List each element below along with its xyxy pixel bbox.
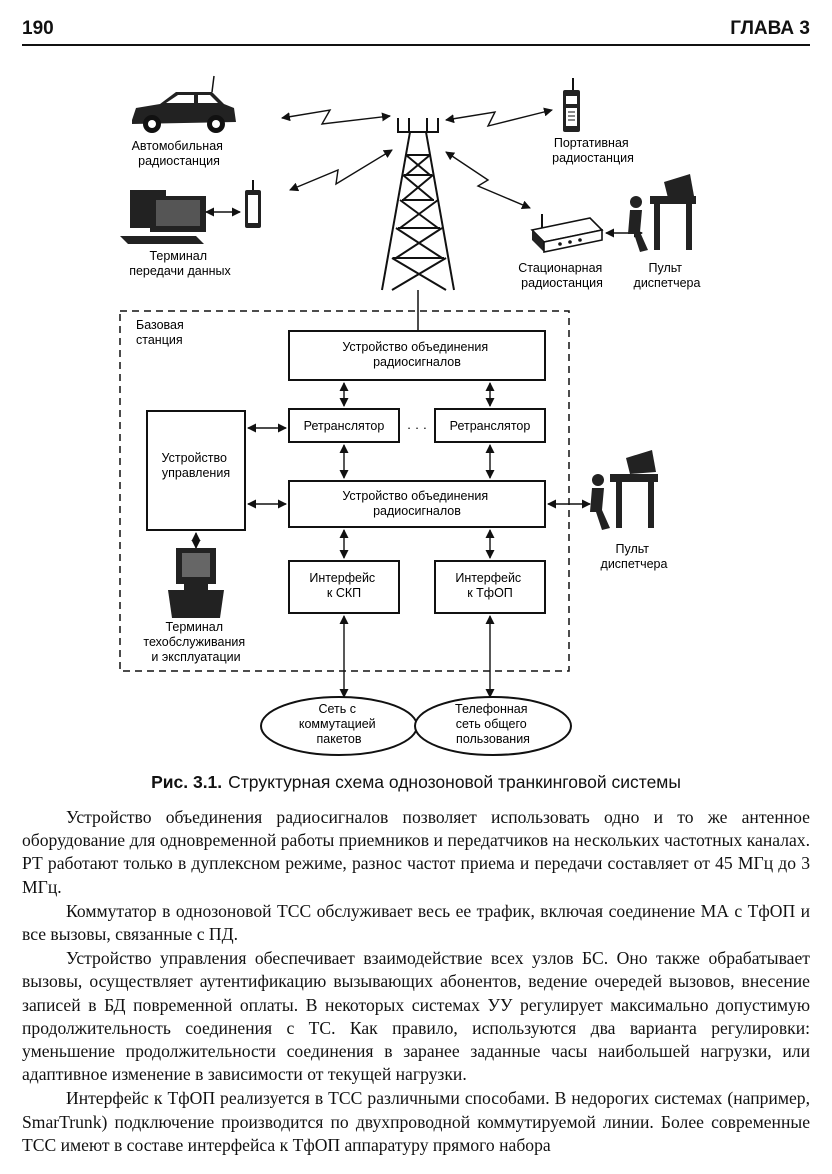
combiner-top-label-1: Устройство объединения [342,340,488,354]
pstn-network-ellipse [414,696,572,756]
header-rule [22,44,810,46]
radio-link-arrows [281,107,553,210]
svg-text:Терминал передачи данных: Терминал передачи данных [129,249,231,278]
stationary-label-1: Стационарная [518,261,602,275]
svg-text:Портативная радиостанция: Портативная радиостанция [552,136,634,165]
maintenance-label-1: Терминал [165,620,223,634]
packet-network-label-1: Сеть с [318,702,356,716]
body-text: Устройство объединения радиосигналов поз… [22,806,810,1157]
svg-text:Устройство объединения рад: Устройство объединения радиосигналов [342,489,491,518]
pstn-network-label-3: пользования [456,732,530,746]
maintenance-terminal-icon [168,548,224,618]
interface-packet-box [288,560,400,614]
internal-connectors [191,382,591,698]
repeater-left-label: Ретранслятор [304,419,385,433]
combiner-top-label-2: радиосигналов [373,355,461,369]
interface-pstn-label-2: к ТфОП [467,586,513,600]
combiner-bottom-box [288,480,546,528]
svg-text:Автомобильная радиостанция: Автомобильная радиостанция [132,139,227,168]
combiner-bottom-label-2: радиосигналов [373,504,461,518]
data-terminal-label-2: передачи данных [129,264,231,278]
console-right-label-1: Пульт [616,542,650,556]
stationary-label-2: радиостанция [521,276,603,290]
portable-label-1: Портативная [554,136,629,150]
page-header: 190 ГЛАВА 3 [22,18,810,44]
figure-caption: Рис. 3.1.Структурная схема однозоновой т… [0,772,832,793]
chapter-title: ГЛАВА 3 [730,18,810,39]
dispatcher-console-icon [628,174,696,252]
maintenance-label-2: техобслуживания [143,635,245,649]
portable-label-2: радиостанция [552,151,634,165]
console-right-label-2: диспетчера [601,557,668,571]
svg-text:Телефонная сеть общего: Телефонная сеть общего пользования [455,702,531,746]
car-label-1: Автомобильная [132,139,223,153]
combiner-bottom-label-1: Устройство объединения [342,489,488,503]
paragraph: Устройство управления обеспечивает взаим… [22,948,810,1085]
svg-text:Базовая станция: Базовая станция [136,318,187,347]
repeater-ellipsis: · · · [407,420,427,435]
svg-text:Интерфейс к СКП: Интерфейс к СКП [309,571,378,600]
interface-packet-label-1: Интерфейс [309,571,375,585]
svg-text:Стационарная радиостанция: Стационарная радиостанция [518,261,606,290]
svg-text:Интерфейс к ТфОП: Интерфейс к ТфОП [455,571,524,600]
base-station-label-1: Базовая [136,318,184,332]
svg-text:Устройство управления: Устройство управления [162,451,231,480]
car-icon [132,75,236,133]
computer-terminal-icon [120,190,206,244]
paragraph: Интерфейс к ТфОП реализуется в ТСС разли… [22,1088,810,1155]
control-unit-label-2: управления [162,466,230,480]
repeater-right-box [434,408,546,443]
antenna-tower-icon [381,118,455,291]
interface-packet-label-2: к СКП [327,586,361,600]
control-unit-box [146,410,246,531]
pstn-network-label-1: Телефонная [455,702,527,716]
car-label-2: радиостанция [138,154,220,168]
repeater-right-label: Ретранслятор [450,419,531,433]
svg-text:Пульт диспетчера: Пульт диспетчера [601,542,668,571]
svg-text:Устройство объединения рад: Устройство объединения радиосигналов [342,340,491,369]
svg-text:Пульт диспетчера: Пульт диспетчера [634,261,701,290]
portable-radio-icon [563,78,580,132]
interface-pstn-label-1: Интерфейс [455,571,521,585]
figure-caption-text: Структурная схема однозоновой транкингов… [228,772,681,792]
figure-number: Рис. 3.1. [151,772,223,792]
interface-pstn-box [434,560,546,614]
packet-network-label-3: пакетов [316,732,361,746]
svg-text:Сеть с коммутацией пак: Сеть с коммутацией пакетов [299,702,379,746]
trunking-system-diagram: Автомобильная радиостанция Портативная р… [119,75,701,756]
maintenance-label-3: и эксплуатации [151,650,240,664]
console-top-label-2: диспетчера [634,276,701,290]
pstn-network-label-2: сеть общего [456,717,527,731]
svg-text:Терминал техобслуживания: Терминал техобслуживания и эксплуатации [143,620,248,664]
packet-network-label-2: коммутацией [299,717,376,731]
stationary-radio-icon [530,214,604,253]
page-number: 190 [22,18,54,39]
combiner-top-box [288,330,546,381]
dispatcher-console-right-icon [590,450,658,530]
base-station-label-2: станция [136,333,183,347]
console-top-label-1: Пульт [649,261,683,275]
data-terminal-label-1: Терминал [149,249,207,263]
control-unit-label-1: Устройство [162,451,227,465]
repeater-left-box [288,408,400,443]
handheld-radio-icon [245,180,261,228]
paragraph: Коммутатор в однозоновой ТСС обслуживает… [22,900,810,945]
paragraph: Устройство объединения радиосигналов поз… [22,807,810,897]
